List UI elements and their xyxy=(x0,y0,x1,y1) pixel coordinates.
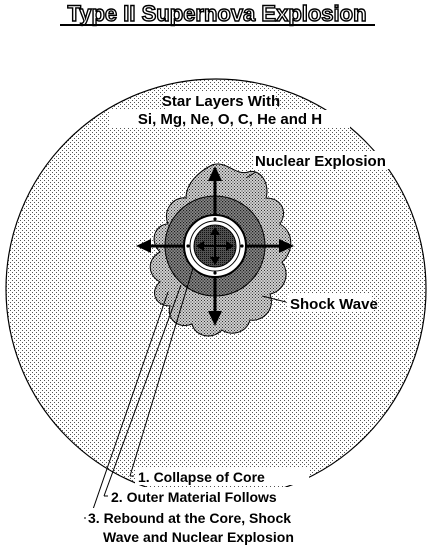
nuclear-explosion-label: Nuclear Explosion xyxy=(255,153,386,170)
step-3-label-line2: Wave and Nuclear Explosion xyxy=(103,529,294,545)
star-layers-label-line1: Star Layers With xyxy=(162,93,280,110)
arrow-right-icon xyxy=(279,239,294,253)
ring-dot-marks xyxy=(186,217,244,275)
step-2-label: 2. Outer Material Follows xyxy=(111,489,277,505)
arrow-down-icon xyxy=(208,311,222,326)
explosion-arrow-left xyxy=(136,239,184,253)
shock-wave-label: Shock Wave xyxy=(290,296,378,313)
star-layers-label-line2: Si, Mg, Ne, O, C, He and H xyxy=(138,111,322,128)
explosion-arrow-down xyxy=(208,277,222,326)
diagram-title: Type II Supernova Explosion xyxy=(67,1,366,26)
explosion-arrow-right xyxy=(246,239,294,253)
step-3-label-line1: 3. Rebound at the Core, Shock xyxy=(88,510,291,526)
core-collapse-arrows xyxy=(196,227,234,265)
arrow-left-icon xyxy=(136,239,151,253)
arrow-up-icon xyxy=(208,166,222,181)
step-1-label: 1. Collapse of Core xyxy=(138,469,265,485)
explosion-arrow-up xyxy=(208,166,222,215)
label-backgrounds xyxy=(86,92,410,546)
